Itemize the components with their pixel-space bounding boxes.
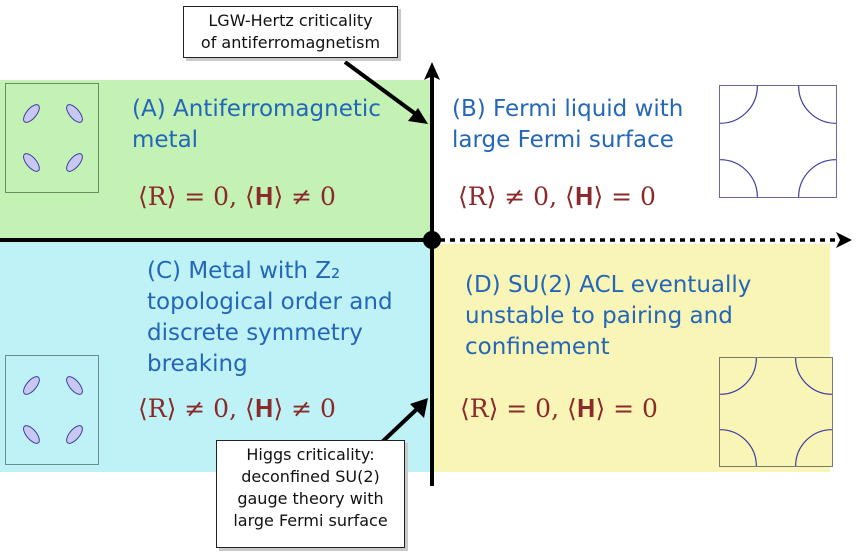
vertical-axis-arrowhead <box>424 62 440 80</box>
order-parameter-d: ⟨R⟩ = 0, ⟨𝐇⟩ = 0 <box>460 394 658 423</box>
order-parameter-b: ⟨R⟩ ≠ 0, ⟨𝐇⟩ = 0 <box>458 182 656 211</box>
phase-label-c: (C) Metal with Z₂ topological order and … <box>147 258 393 377</box>
large-fermi-surface-inset-b <box>719 85 837 198</box>
pocket-fermi-surface-inset-c <box>5 355 99 465</box>
fermi-arc <box>795 358 832 395</box>
hole-pocket <box>23 153 40 172</box>
higgs-criticality-callout: Higgs criticality: deconfined SU(2) gaug… <box>216 440 405 548</box>
lgw-hertz-callout: LGW-Hertz criticality of antiferromagnet… <box>183 6 398 58</box>
hole-pocket <box>66 376 83 395</box>
hole-pocket <box>66 104 83 123</box>
horizontal-axis-arrowhead <box>836 232 852 248</box>
fermi-arc <box>720 429 757 466</box>
fermi-arc <box>720 159 758 197</box>
hole-pocket <box>23 376 40 395</box>
pocket-fermi-surface-inset-a <box>5 83 99 193</box>
phase-label-a: (A) Antiferromagnetic metal <box>132 96 381 153</box>
fermi-arc <box>720 358 757 395</box>
order-parameter-a: ⟨R⟩ = 0, ⟨𝐇⟩ ≠ 0 <box>138 182 336 211</box>
fermi-arc <box>798 86 836 124</box>
large-fermi-surface-inset-d <box>719 357 833 467</box>
hole-pocket <box>23 425 40 444</box>
order-parameter-c: ⟨R⟩ ≠ 0, ⟨𝐇⟩ ≠ 0 <box>138 394 336 423</box>
phase-label-d: (D) SU(2) ACL eventually unstable to pai… <box>465 272 752 360</box>
hole-pocket <box>66 153 83 172</box>
hole-pocket <box>66 425 83 444</box>
fermi-arc <box>720 86 758 124</box>
phase-label-b: (B) Fermi liquid with large Fermi surfac… <box>452 96 684 153</box>
fermi-arc <box>798 159 836 197</box>
fermi-arc <box>795 429 832 466</box>
hole-pocket <box>23 104 40 123</box>
